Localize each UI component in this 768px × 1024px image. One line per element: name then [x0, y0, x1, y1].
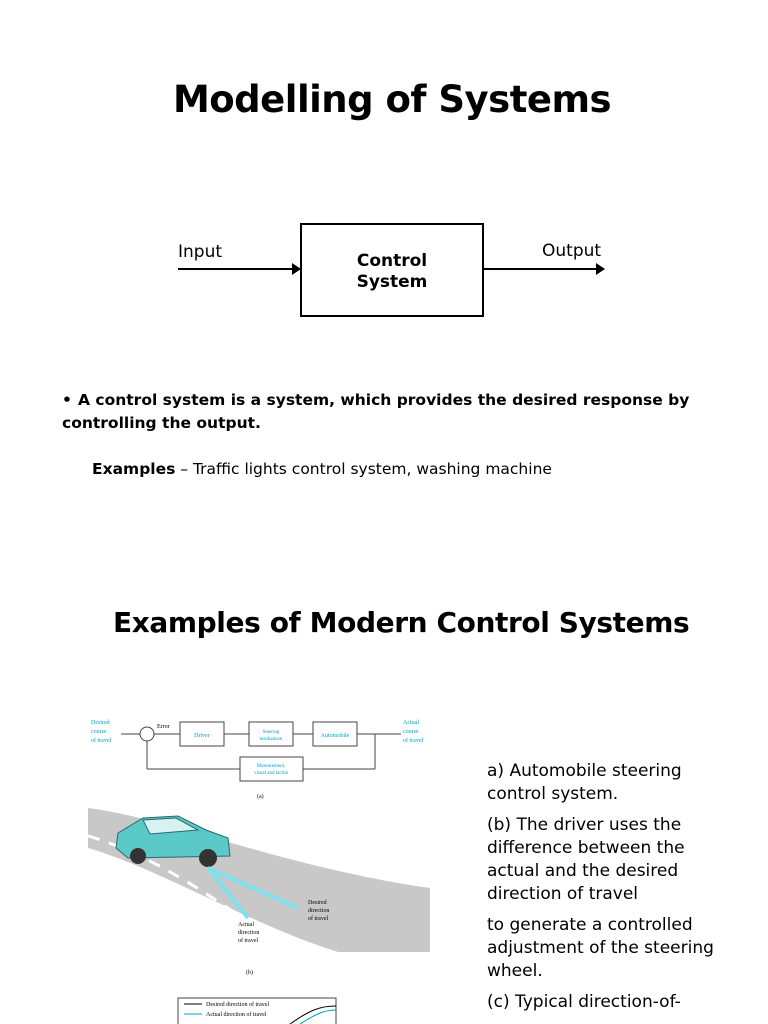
svg-text:Driver: Driver	[194, 733, 210, 739]
examples-line: Examples – Traffic lights control system…	[92, 460, 552, 478]
svg-text:(a): (a)	[257, 793, 264, 800]
paragraph-c: (c) Typical direction-of-	[487, 992, 681, 1012]
svg-text:Error: Error	[157, 724, 170, 730]
paragraph-a: a) Automobile steering control system.	[487, 761, 682, 804]
svg-text:direction: direction	[238, 930, 259, 936]
svg-text:of travel: of travel	[238, 937, 258, 944]
measurement-block	[239, 756, 304, 782]
svg-text:Desired direction of travel: Desired direction of travel	[206, 1001, 269, 1008]
examples-text: – Traffic lights control system, washing…	[175, 460, 552, 478]
slide1-title: Modelling of Systems	[172, 78, 612, 121]
svg-text:Actual: Actual	[403, 720, 419, 726]
svg-text:Steering: Steering	[263, 730, 280, 735]
input-arrowhead	[292, 263, 301, 275]
slide2-title: Examples of Modern Control Systems	[113, 606, 690, 639]
svg-text:Automobile: Automobile	[321, 733, 350, 739]
steering-block	[248, 721, 294, 747]
svg-text:course: course	[403, 729, 419, 735]
driver-block	[179, 721, 225, 747]
car-icon	[115, 815, 231, 867]
output-arrowhead	[596, 263, 605, 275]
direction-plot: Desired direction of travel Actual direc…	[177, 997, 337, 1024]
svg-text:Actual: Actual	[238, 922, 254, 928]
box-line2: System	[357, 272, 428, 292]
automobile-block	[312, 721, 358, 747]
control-system-diagram: Input Control System Output	[178, 223, 605, 317]
description-column: a) Automobile steering control system. (…	[487, 760, 727, 1022]
svg-text:Desired: Desired	[308, 900, 327, 906]
examples-label: Examples	[92, 460, 176, 478]
summing-junction	[139, 726, 155, 742]
paragraph-b-cont: to generate a controlled adjustment of t…	[487, 915, 714, 981]
steering-block-diagram: Desired course of travel Actual course o…	[91, 720, 423, 800]
definition-bullet: • A control system is a system, which pr…	[62, 391, 690, 432]
svg-text:direction: direction	[308, 908, 329, 914]
svg-text:Desired: Desired	[91, 720, 110, 726]
svg-text:Actual direction of travel: Actual direction of travel	[206, 1011, 267, 1018]
svg-text:Measurement,: Measurement,	[257, 764, 285, 769]
svg-text:course: course	[91, 729, 107, 735]
output-label: Output	[542, 241, 601, 261]
car-road-illustration: Desired direction of travel Actual direc…	[88, 808, 430, 976]
svg-text:of travel: of travel	[308, 915, 328, 922]
svg-text:of travel: of travel	[91, 737, 111, 744]
svg-text:of travel: of travel	[403, 737, 423, 744]
input-label: Input	[178, 242, 222, 262]
paragraph-b: (b) The driver uses the difference betwe…	[487, 815, 685, 904]
svg-text:mechanism: mechanism	[260, 737, 283, 742]
svg-text:visual and tactile: visual and tactile	[254, 771, 289, 776]
svg-text:(b): (b)	[246, 969, 253, 976]
box-line1: Control	[357, 251, 427, 271]
